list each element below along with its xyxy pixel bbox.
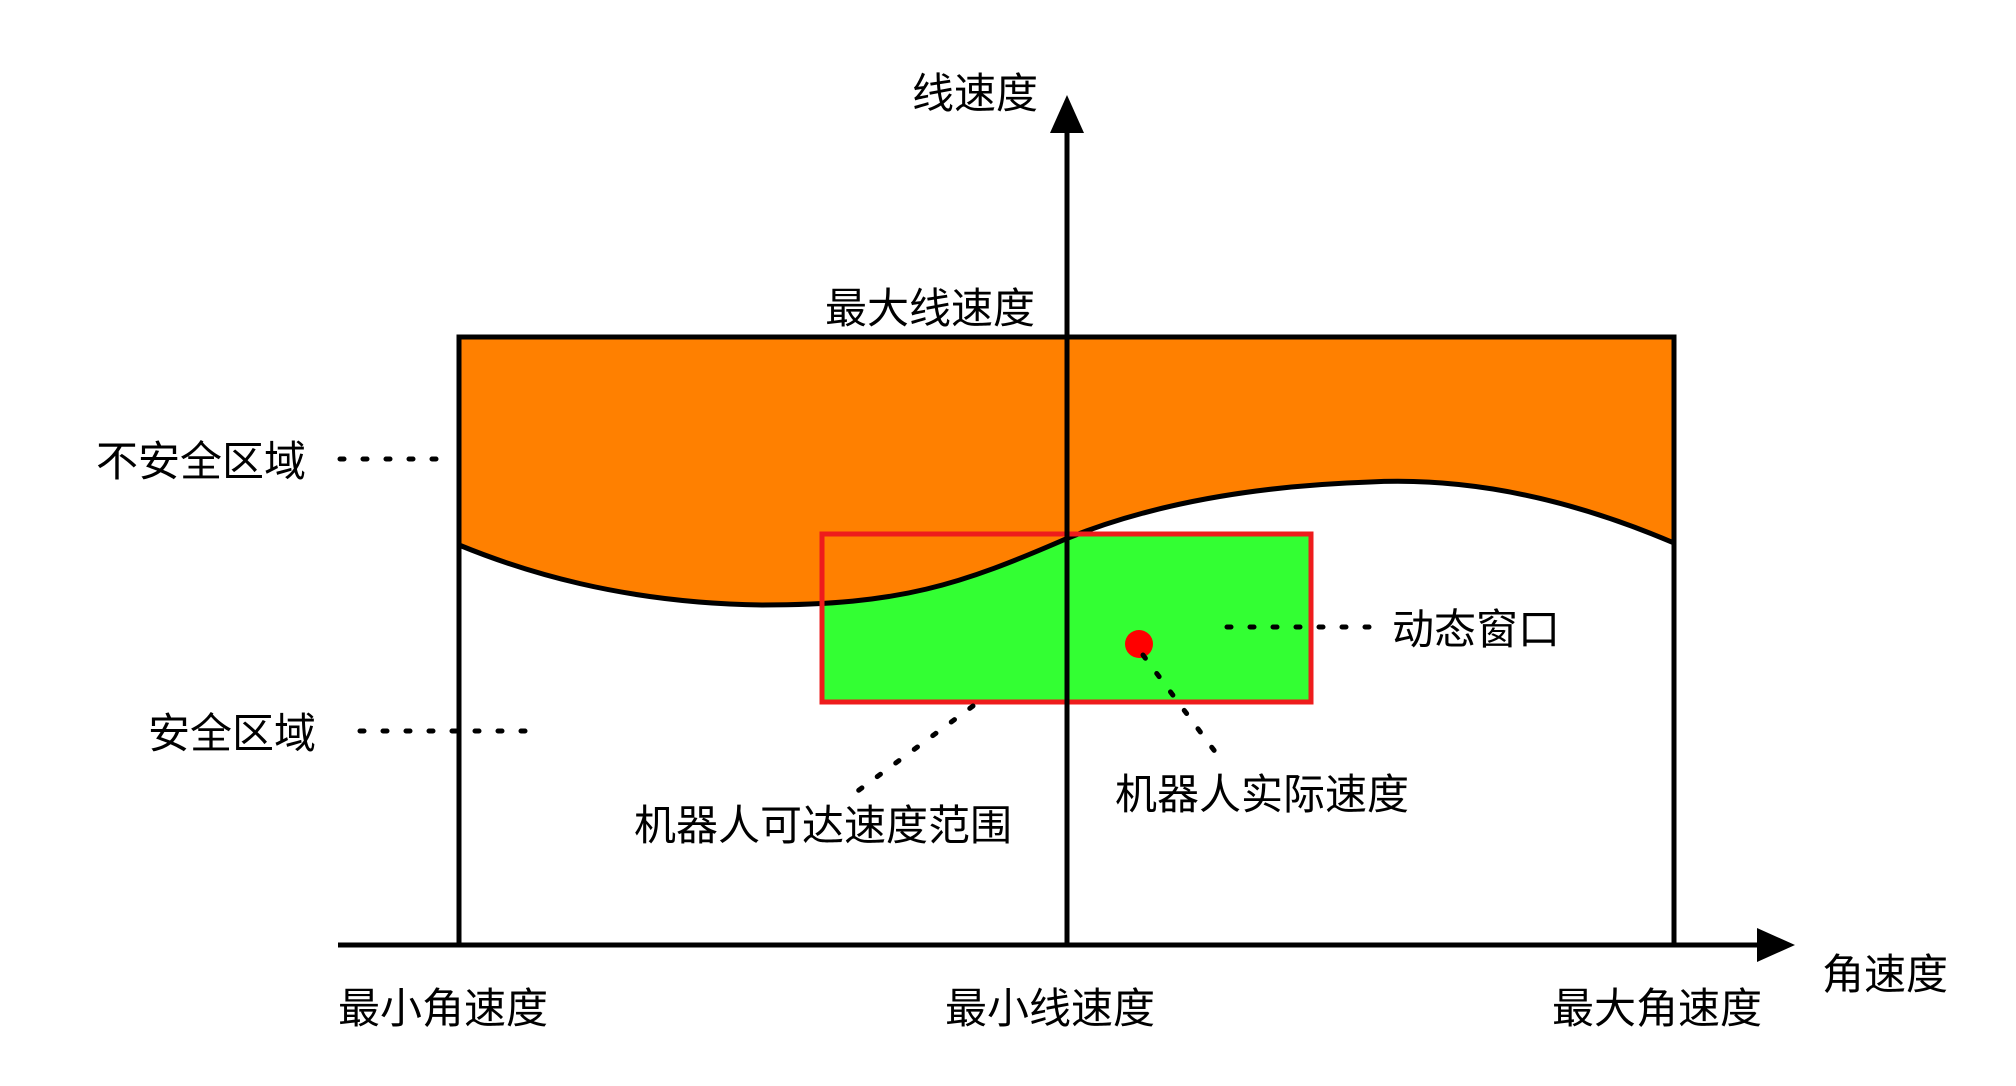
reachable-range-label: 机器人可达速度范围 bbox=[634, 801, 1012, 850]
x-axis-arrowhead bbox=[1757, 928, 1795, 962]
max-angular-velocity-label: 最大角速度 bbox=[1552, 984, 1762, 1033]
x-axis-label: 角速度 bbox=[1822, 950, 1948, 999]
reachable-range-leader bbox=[852, 703, 976, 796]
actual-velocity-point bbox=[1125, 630, 1153, 658]
safe-region-label: 安全区域 bbox=[148, 709, 316, 758]
actual-velocity-leader bbox=[1140, 652, 1225, 764]
y-axis-label: 线速度 bbox=[912, 69, 1038, 118]
unsafe-region-label: 不安全区域 bbox=[96, 437, 306, 486]
actual-velocity-label: 机器人实际速度 bbox=[1115, 770, 1409, 819]
min-angular-velocity-label: 最小角速度 bbox=[338, 984, 548, 1033]
y-axis-arrowhead bbox=[1050, 95, 1084, 133]
min-linear-velocity-label: 最小线速度 bbox=[945, 984, 1155, 1033]
dynamic-window-label: 动态窗口 bbox=[1392, 605, 1560, 654]
max-linear-velocity-label: 最大线速度 bbox=[825, 284, 1035, 333]
